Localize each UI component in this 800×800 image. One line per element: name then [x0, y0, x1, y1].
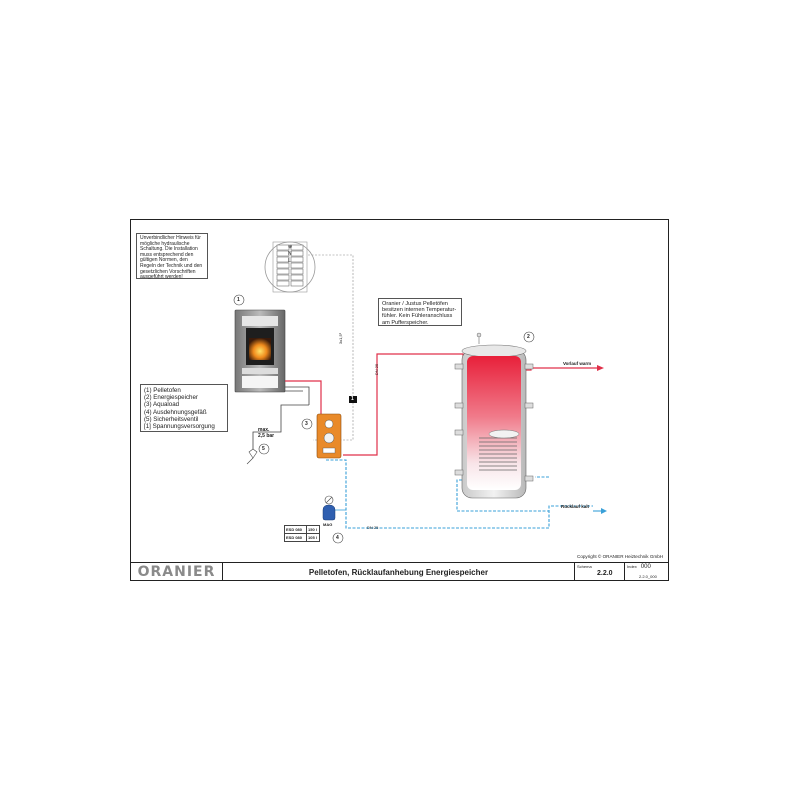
energy-storage-tank — [454, 332, 534, 499]
power-cable — [308, 254, 354, 441]
legend-item: (4) Ausdehnungsgefäß — [144, 408, 207, 416]
terminal-label-n: N — [288, 251, 292, 257]
marker-2-circle — [523, 331, 535, 343]
schema-value: 2.2.0 — [597, 570, 613, 577]
index-value: 000 — [640, 564, 651, 570]
title-block: ORANIER Pelletofen, Rücklaufanhebung Ene… — [131, 562, 668, 581]
stove-return — [285, 386, 310, 405]
power-supply-marker — [349, 396, 357, 403]
schematic-drawing — [233, 241, 607, 544]
mag-label: MAG — [323, 522, 333, 527]
esd-value: 150 l — [308, 527, 317, 532]
pressure-label: max. 2,5 bar — [258, 427, 275, 439]
esd-name: ESD 080 — [285, 526, 307, 533]
schema-cell: Schema 2.2.0 — [575, 563, 625, 581]
marker-4: 4 — [336, 535, 339, 541]
oranier-note: Oranier / Justus Pelletöfen besitzen int… — [378, 298, 462, 326]
legend-item: [1] Spannungsversorgung — [144, 423, 215, 431]
aquaload-unit — [316, 413, 342, 459]
expansion-vessel — [322, 495, 346, 521]
power-supply-number: 1 — [351, 396, 354, 402]
legend-item: (2) Energiespeicher — [144, 394, 198, 402]
esd-row: ESD 080 105 l — [285, 534, 319, 541]
index-label: Index — [627, 564, 637, 569]
return-pipe — [326, 459, 593, 529]
label-cable: 3x1,5² — [338, 332, 344, 345]
safety-valve-line — [252, 404, 309, 450]
marker-1-circle — [233, 294, 245, 306]
marker-5: 5 — [262, 446, 265, 452]
esd-name: ESD 080 — [285, 534, 307, 541]
terminal-label-pe: ⊕ — [288, 244, 293, 250]
oranier-logo: ORANIER — [137, 564, 216, 580]
label-dn-bottom: DN 25 — [367, 525, 379, 530]
schematic-sheet: Unverbindlicher Hinweis für mögliche hyd… — [130, 219, 669, 581]
copyright-text: Copyright © ORANIER Heiztechnik GmbH — [577, 554, 664, 559]
marker-3: 3 — [305, 421, 308, 427]
pressure-line-1: max. — [258, 427, 270, 433]
marker-3-circle — [301, 418, 313, 430]
pressure-line-2: 2,5 bar — [258, 432, 275, 439]
logo-cell: ORANIER — [131, 563, 223, 581]
marker-5-circle — [258, 443, 270, 455]
marker-2: 2 — [527, 334, 530, 340]
safety-valve — [248, 448, 258, 459]
legend-item: (1) Pelletofen — [144, 387, 181, 394]
esd-row: ESD 080 150 l — [285, 526, 319, 534]
schema-label: Schema — [577, 564, 592, 569]
label-dn-top: DN 25 — [374, 363, 380, 376]
legend-box: (1) Pelletofen (2) Energiespeicher (3) A… — [140, 384, 228, 432]
legend-item: (5) Sicherheitsventil — [144, 415, 199, 423]
title-cell: Pelletofen, Rücklaufanhebung Energiespei… — [223, 563, 575, 581]
index-cell: Index 000 2.2.0_000 — [625, 563, 668, 581]
installation-note: Unverbindlicher Hinweis für mögliche hyd… — [136, 233, 208, 280]
esd-value: 105 l — [308, 535, 317, 540]
marker-1: 1 — [237, 297, 240, 303]
marker-4-circle — [332, 532, 344, 544]
drawing-code: 2.2.0_000 — [639, 574, 657, 579]
esd-table: ESD 080 150 l ESD 080 105 l — [284, 525, 320, 542]
terminal-block — [264, 241, 316, 293]
legend-item: (3) Aquaload — [144, 401, 180, 409]
drawing-title: Pelletofen, Rücklaufanhebung Energiespei… — [308, 567, 489, 577]
terminal-label-l: L — [288, 258, 291, 264]
pellet-stove — [234, 309, 286, 393]
label-ruecklauf: Rücklauf kalt — [561, 504, 590, 509]
label-vorlauf: Vorlauf warm — [563, 361, 592, 366]
